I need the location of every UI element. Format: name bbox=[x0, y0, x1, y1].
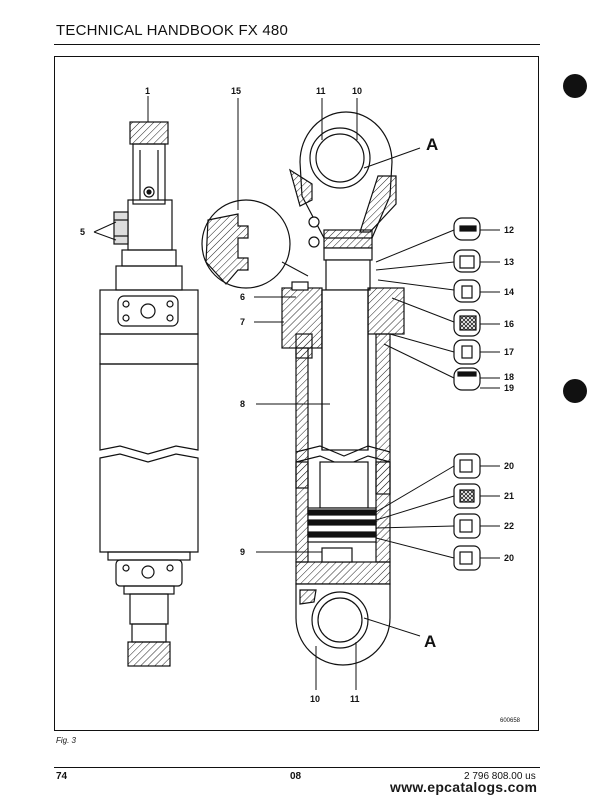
figure-caption: Fig. 3 bbox=[56, 736, 77, 745]
callout-1: 1 bbox=[145, 86, 150, 96]
callout-22: 22 bbox=[504, 521, 514, 531]
figure-frame bbox=[54, 56, 539, 731]
document-number: 2 796 808.00 us bbox=[464, 771, 536, 782]
callout-18: 18 bbox=[504, 372, 514, 382]
callout-14: 14 bbox=[504, 287, 514, 297]
callout-20-top: 20 bbox=[504, 461, 514, 471]
punch-hole-top bbox=[563, 74, 587, 98]
callout-21: 21 bbox=[504, 491, 514, 501]
section-view bbox=[281, 111, 405, 666]
detail-15 bbox=[201, 199, 309, 289]
callout-15: 15 bbox=[231, 86, 241, 96]
page-number: 74 bbox=[56, 771, 68, 782]
seal-details bbox=[453, 217, 481, 571]
callout-16: 16 bbox=[504, 319, 514, 329]
callout-9: 9 bbox=[240, 547, 245, 557]
footer-rule bbox=[54, 767, 540, 768]
section-marker-top: A bbox=[426, 135, 438, 154]
callout-13: 13 bbox=[504, 257, 514, 267]
drawing-number: 600658 bbox=[500, 718, 521, 724]
watermark-link[interactable]: www.epcatalogs.com bbox=[390, 779, 538, 795]
header-rule bbox=[54, 44, 540, 45]
section-marker-bottom: A bbox=[424, 632, 436, 651]
callout-6: 6 bbox=[240, 292, 245, 302]
external-view bbox=[99, 121, 199, 667]
callout-5: 5 bbox=[80, 227, 85, 237]
callout-20-bottom: 20 bbox=[504, 553, 514, 563]
punch-hole-bottom bbox=[563, 379, 587, 403]
callout-8: 8 bbox=[240, 399, 245, 409]
callout-11-top: 11 bbox=[316, 86, 326, 96]
callout-11-bottom: 11 bbox=[350, 694, 360, 704]
revision-number: 08 bbox=[290, 771, 302, 782]
callout-19: 19 bbox=[504, 383, 514, 393]
callout-12: 12 bbox=[504, 225, 514, 235]
header-title: TECHNICAL HANDBOOK FX 480 bbox=[56, 22, 288, 39]
callout-7: 7 bbox=[240, 317, 245, 327]
callout-10-top: 10 bbox=[352, 86, 362, 96]
callout-10-bottom: 10 bbox=[310, 694, 320, 704]
callout-17: 17 bbox=[504, 347, 514, 357]
